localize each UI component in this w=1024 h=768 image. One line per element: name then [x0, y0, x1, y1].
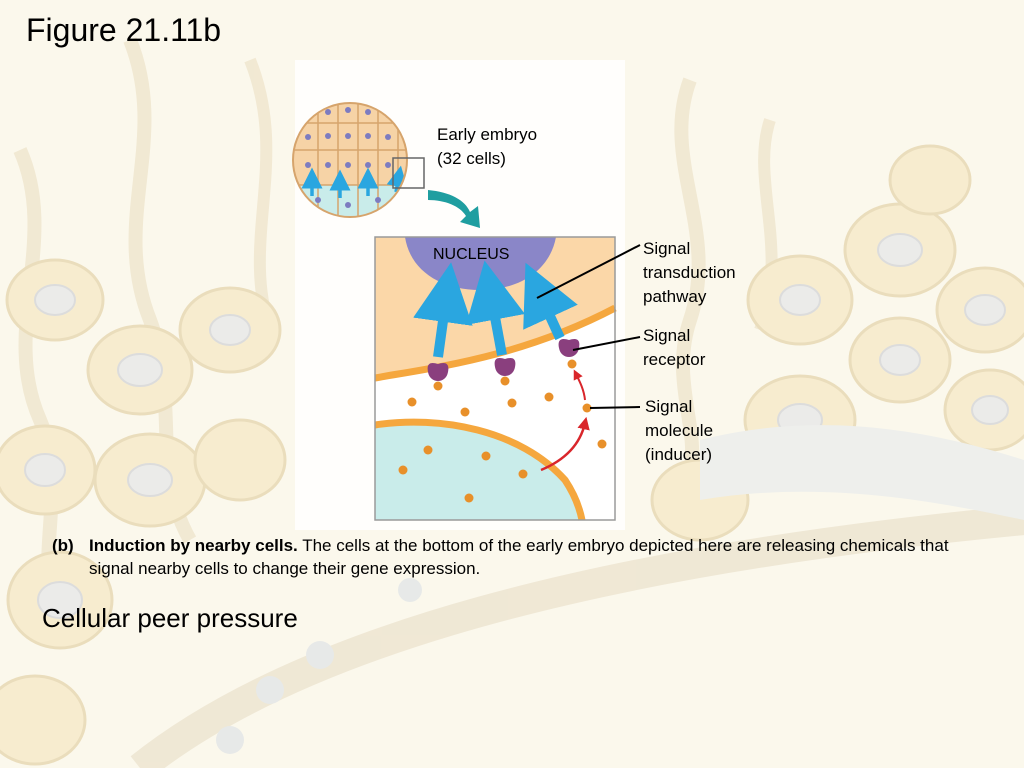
signal-transduction-label: Signal transduction pathway: [643, 239, 736, 306]
transduction-leader: [536, 244, 641, 299]
zoom-box: [392, 157, 425, 189]
molecule-leader: [589, 406, 641, 409]
receptor-leader: [572, 336, 641, 351]
nucleus-label: NUCLEUS: [433, 246, 510, 263]
slide-subtitle: Cellular peer pressure: [42, 603, 298, 633]
caption-tag: (b): [52, 536, 74, 555]
embryo-label: Early embryo (32 cells): [437, 125, 538, 168]
signal-receptor-label: Signal receptor: [643, 326, 706, 369]
caption-bold: Induction by nearby cells.: [89, 536, 298, 555]
caption-text: Induction by nearby cells. The cells at …: [89, 534, 969, 580]
zoom-arrow-icon: [428, 190, 480, 228]
caption-body: The cells at the bottom of the early emb…: [89, 536, 949, 578]
magnified-panel: [374, 236, 617, 521]
slide-title: Figure 21.11b: [26, 12, 222, 48]
signal-molecule-label: Signal molecule (inducer): [645, 397, 714, 464]
